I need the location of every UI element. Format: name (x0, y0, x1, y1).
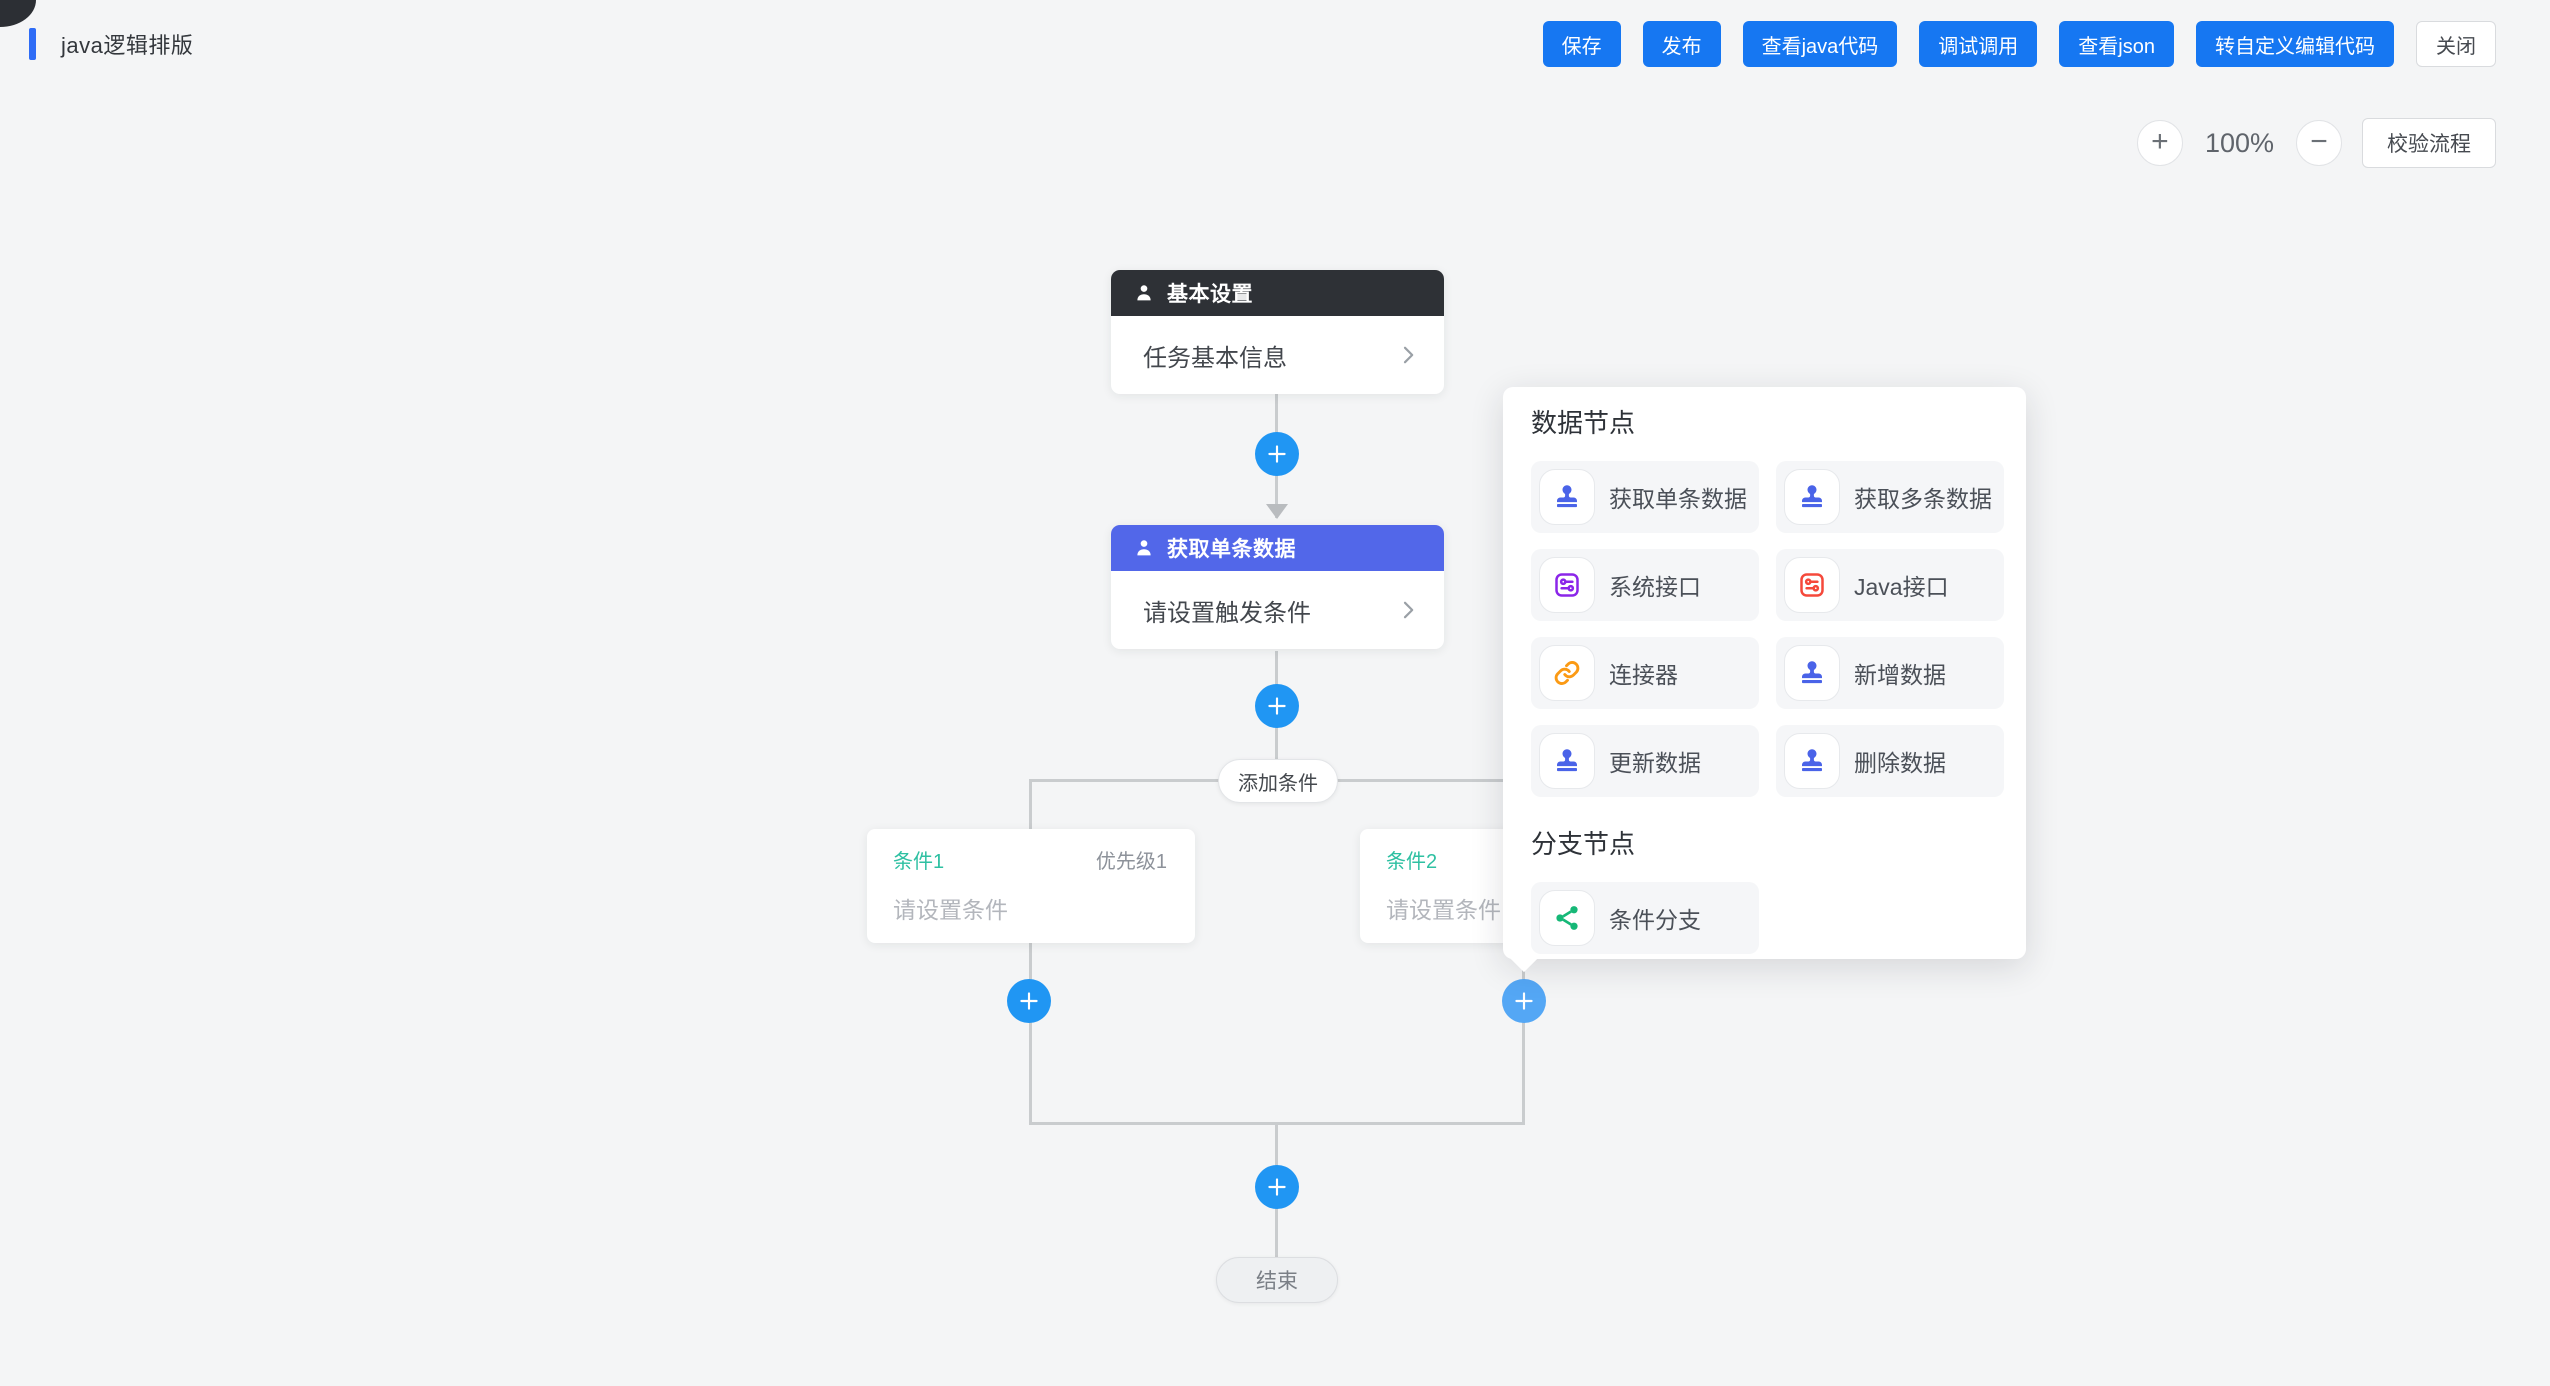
plus-icon (1268, 697, 1286, 715)
node-basic-settings-header: 基本设置 (1111, 270, 1444, 316)
condition-placeholder: 请设置条件 (893, 897, 1008, 923)
view-json-button[interactable]: 查看json (2059, 21, 2174, 67)
plus-icon (1020, 992, 1038, 1010)
zoom-out-button[interactable]: − (2296, 120, 2342, 166)
connector-line (1029, 943, 1032, 1125)
close-button[interactable]: 关闭 (2416, 21, 2496, 67)
user-icon (1133, 537, 1155, 559)
plus-icon (1268, 1178, 1286, 1196)
zoom-level: 100% (2204, 127, 2274, 158)
node-item-system-api[interactable]: 系统接口 (1531, 549, 1759, 621)
add-node-button[interactable] (1255, 432, 1299, 476)
tune-icon (1539, 557, 1595, 613)
node-item-fetch-single[interactable]: 获取单条数据 (1531, 461, 1759, 533)
convert-custom-code-button[interactable]: 转自定义编辑代码 (2196, 21, 2394, 67)
branch-node-grid: 条件分支 (1531, 882, 1998, 954)
header: java逻辑排版 (29, 28, 193, 60)
zoom-controls: + 100% − 校验流程 (2136, 118, 2496, 168)
condition-name: 条件2 (1386, 851, 1438, 873)
condition-priority: 优先级1 (1095, 851, 1167, 873)
trigger-condition-row[interactable]: 请设置触发条件 (1111, 571, 1444, 649)
node-title: 获取单条数据 (1167, 538, 1296, 561)
add-node-button[interactable] (1007, 979, 1051, 1023)
node-item-condition-branch[interactable]: 条件分支 (1531, 882, 1759, 954)
node-item-fetch-multiple[interactable]: 获取多条数据 (1776, 461, 2004, 533)
save-button[interactable]: 保存 (1542, 21, 1621, 67)
stamp-icon (1784, 645, 1840, 701)
connector-line (1029, 779, 1032, 829)
node-item-insert-data[interactable]: 新增数据 (1776, 637, 2004, 709)
stamp-icon (1784, 733, 1840, 789)
chevron-right-icon (1396, 598, 1420, 622)
add-condition-button[interactable]: 添加条件 (1218, 759, 1338, 803)
page-title: java逻辑排版 (61, 33, 194, 58)
condition-name: 条件1 (893, 851, 945, 873)
add-node-button[interactable] (1255, 1165, 1299, 1209)
stamp-icon (1539, 469, 1595, 525)
add-node-button-active[interactable] (1502, 979, 1546, 1023)
stamp-icon (1784, 469, 1840, 525)
view-java-code-button[interactable]: 查看java代码 (1742, 21, 1898, 67)
node-picker-popup: 数据节点 获取单条数据 获取多条数据 系统接口 Java接口 连接器 (1503, 387, 2026, 959)
connector-line (1522, 943, 1525, 1125)
node-title: 基本设置 (1167, 283, 1253, 306)
publish-button[interactable]: 发布 (1642, 21, 1721, 67)
condition-1-node[interactable]: 条件1 优先级1 请设置条件 (867, 829, 1195, 943)
node-item-delete-data[interactable]: 删除数据 (1776, 725, 2004, 797)
section-title-data-nodes: 数据节点 (1531, 408, 1636, 438)
node-basic-settings: 基本设置 任务基本信息 (1111, 270, 1444, 394)
node-fetch-single-data: 获取单条数据 请设置触发条件 (1111, 525, 1444, 649)
zoom-in-button[interactable]: + (2136, 120, 2183, 166)
toolbar: 保存 发布 查看java代码 调试调用 查看json 转自定义编辑代码 关闭 (1542, 21, 2496, 67)
end-node: 结束 (1216, 1257, 1338, 1303)
tune-icon (1784, 557, 1840, 613)
node-fetch-single-data-header: 获取单条数据 (1111, 525, 1444, 571)
plus-icon (1515, 992, 1533, 1010)
condition-placeholder: 请设置条件 (1386, 897, 1501, 923)
title-accent-bar (29, 28, 36, 60)
user-icon (1133, 282, 1155, 304)
corner-decoration (0, 0, 36, 27)
node-item-java-api[interactable]: Java接口 (1776, 549, 2004, 621)
add-node-button[interactable] (1255, 684, 1299, 728)
chevron-right-icon (1396, 343, 1420, 367)
arrow-down-icon (1266, 504, 1288, 519)
task-basic-info-row[interactable]: 任务基本信息 (1111, 316, 1444, 394)
stamp-icon (1539, 733, 1595, 789)
link-icon (1539, 645, 1595, 701)
debug-call-button[interactable]: 调试调用 (1919, 21, 2038, 67)
node-item-update-data[interactable]: 更新数据 (1531, 725, 1759, 797)
plus-icon (1268, 445, 1286, 463)
node-item-connector[interactable]: 连接器 (1531, 637, 1759, 709)
share-icon (1539, 890, 1595, 946)
validate-flow-button[interactable]: 校验流程 (2362, 118, 2496, 168)
section-title-branch-nodes: 分支节点 (1531, 829, 1636, 859)
data-node-grid: 获取单条数据 获取多条数据 系统接口 Java接口 连接器 新增数据 (1531, 461, 2004, 797)
